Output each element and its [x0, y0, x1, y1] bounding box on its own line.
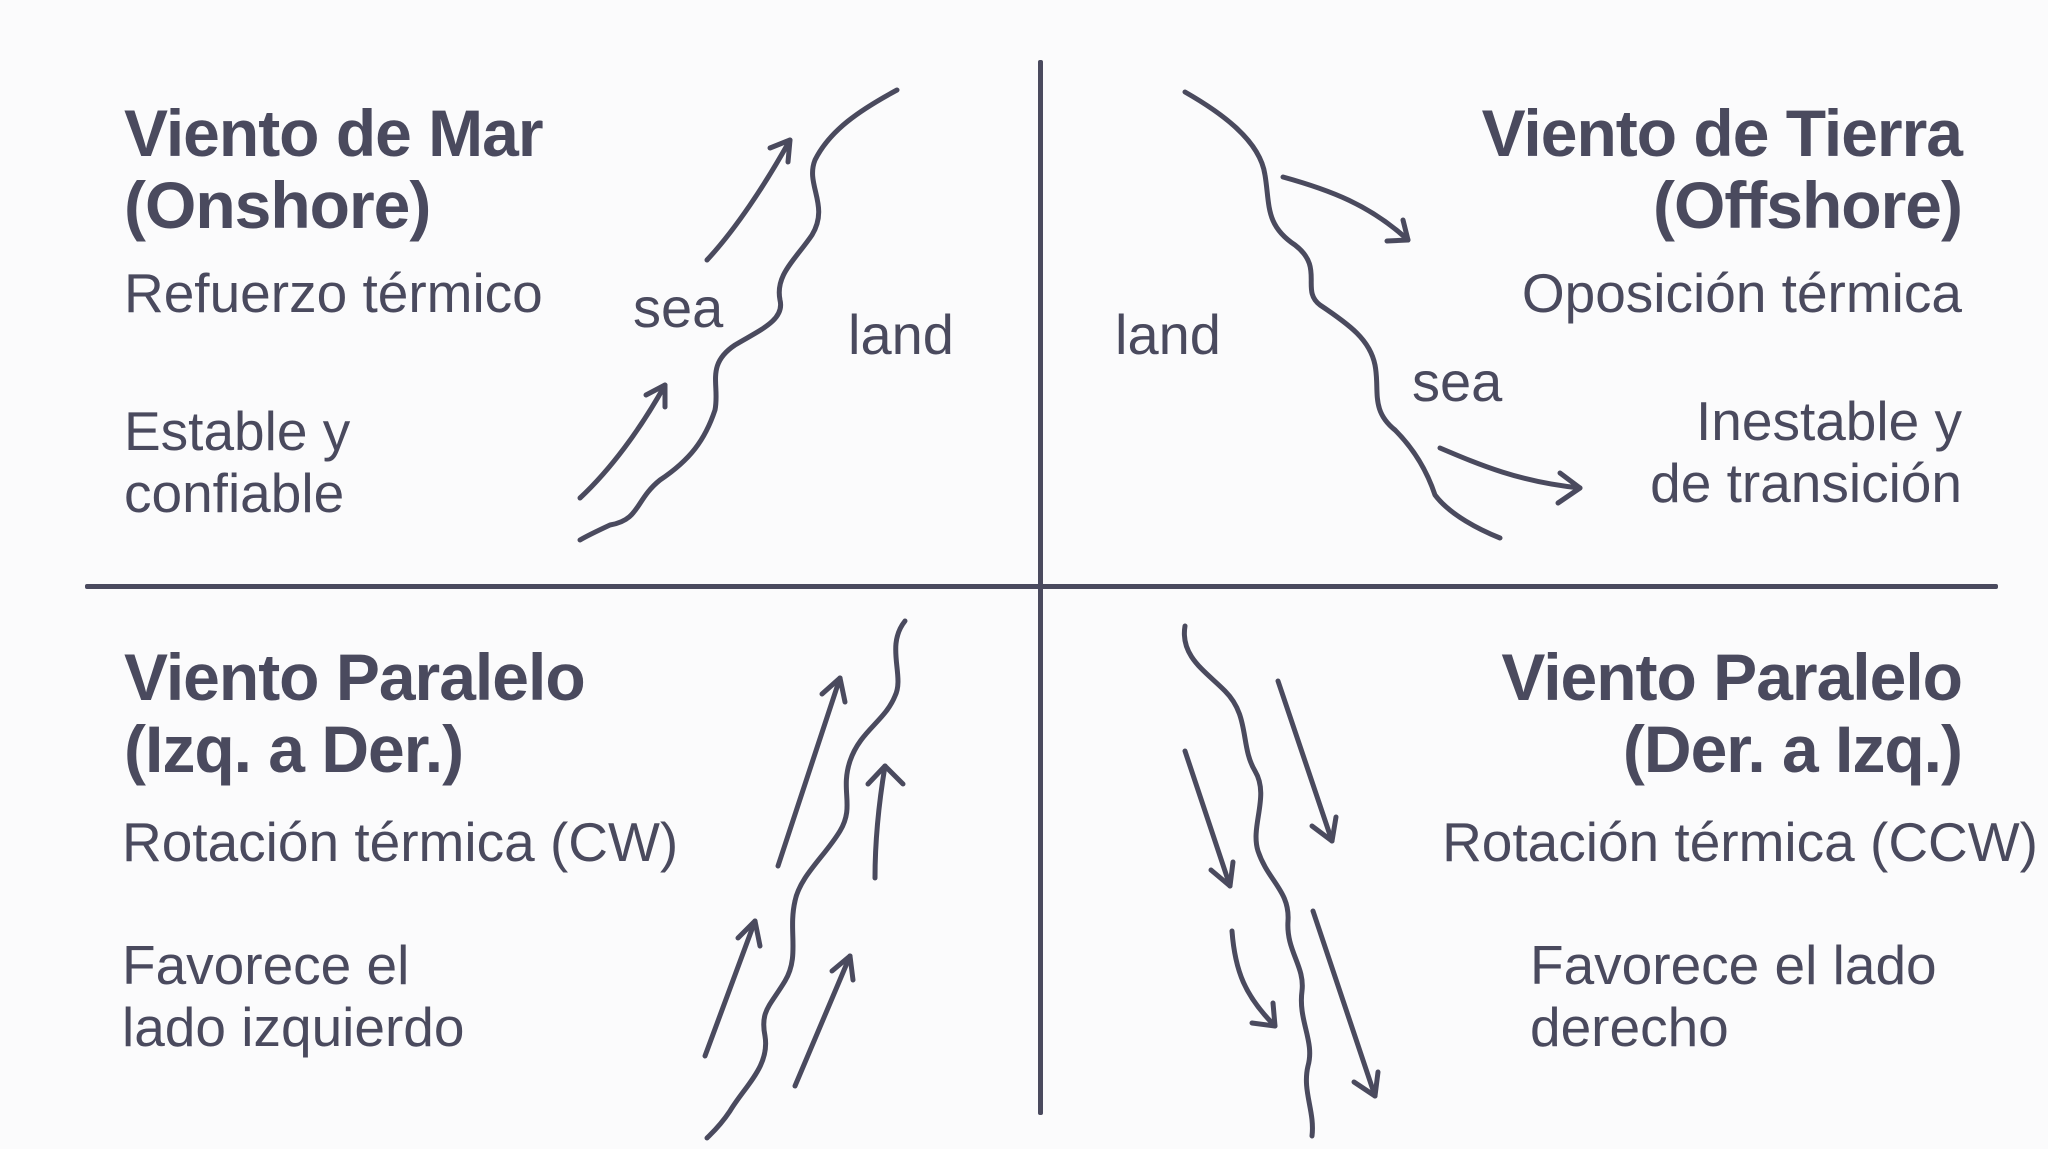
onshore-wind-arrowhead-upper — [767, 137, 793, 165]
onshore-desc-line1: Estable y — [124, 400, 351, 462]
onshore-wind-arrow-upper — [704, 137, 793, 263]
offshore-effect: Oposición térmica — [1521, 262, 1962, 324]
offshore-wind-arrowhead-upper — [1384, 217, 1411, 244]
parallel-lr-wind-arrowhead-2 — [865, 763, 906, 787]
parallel-rl-title: Viento Paralelo (Der. a Izq.) — [1501, 640, 1963, 786]
parallel-lr-desc-line1: Favorece el — [122, 934, 410, 996]
offshore-diagram — [1182, 89, 1583, 541]
offshore-title: Viento de Tierra (Offshore) — [1481, 96, 1963, 242]
onshore-coastline — [577, 87, 900, 543]
offshore-wind-arrowhead-lower — [1555, 470, 1583, 506]
onshore-land-label: land — [848, 303, 954, 366]
onshore-effect: Refuerzo térmico — [124, 262, 543, 324]
onshore-desc-line2: confiable — [124, 462, 345, 524]
offshore-desc-line2: de transición — [1650, 452, 1962, 514]
quadrant-offshore: Viento de Tierra (Offshore) Oposición té… — [1040, 0, 2048, 586]
quadrant-parallel-left-to-right: Viento Paralelo (Izq. a Der.) Rotación t… — [0, 586, 1040, 1149]
offshore-wind-arrow-upper — [1280, 174, 1411, 243]
parallel-rl-title-line2: (Der. a Izq.) — [1622, 712, 1963, 786]
parallel-lr-wind-arrow-1 — [775, 675, 843, 869]
parallel-lr-wind-arrow-3 — [702, 918, 758, 1059]
parallel-lr-wind-arrowhead-4 — [829, 953, 856, 983]
parallel-lr-coastline — [704, 618, 908, 1141]
offshore-land-label: land — [1115, 303, 1221, 366]
parallel-lr-wind-arrowhead-1 — [819, 675, 848, 705]
parallel-rl-desc-line1: Favorece el lado — [1530, 934, 1937, 996]
quadrant-onshore: Viento de Mar (Onshore) Refuerzo térmico… — [0, 0, 1040, 586]
parallel-lr-wind-arrow-2 — [872, 763, 888, 881]
quadrant-parallel-right-to-left: Viento Paralelo (Der. a Izq.) Rotación t… — [1040, 586, 2048, 1149]
parallel-lr-wind-arrow-4 — [792, 953, 853, 1089]
parallel-rl-wind-arrow-4 — [1310, 908, 1378, 1099]
parallel-rl-effect: Rotación térmica (CCW) — [1442, 811, 2038, 873]
parallel-lr-diagram — [702, 618, 908, 1141]
onshore-description: Estable y confiable — [124, 400, 350, 524]
onshore-title-line1: Viento de Mar — [124, 96, 544, 170]
onshore-wind-arrowhead-lower — [643, 382, 668, 410]
onshore-title: Viento de Mar (Onshore) — [124, 96, 544, 242]
parallel-rl-wind-arrow-3 — [1229, 928, 1278, 1029]
parallel-lr-title: Viento Paralelo (Izq. a Der.) — [124, 640, 586, 786]
offshore-title-line1: Viento de Tierra — [1481, 96, 1963, 170]
horizontal-divider — [85, 584, 1998, 589]
parallel-lr-title-line1: Viento Paralelo — [124, 640, 586, 714]
offshore-wind-arrow-lower — [1437, 445, 1583, 491]
parallel-rl-description: Favorece el lado derecho — [1530, 934, 1937, 1058]
onshore-title-line2: (Onshore) — [124, 168, 431, 242]
onshore-diagram — [577, 87, 900, 543]
offshore-desc-line1: Inestable y — [1695, 390, 1962, 452]
parallel-rl-wind-arrowhead-3 — [1249, 1000, 1278, 1029]
parallel-lr-effect: Rotación térmica (CW) — [122, 811, 679, 873]
parallel-lr-description: Favorece el lado izquierdo — [122, 934, 464, 1058]
offshore-description: Inestable y de transición — [1650, 390, 1962, 514]
parallel-lr-title-line2: (Izq. a Der.) — [124, 712, 464, 786]
onshore-sea-label: sea — [633, 276, 724, 339]
parallel-rl-wind-arrowhead-1 — [1309, 814, 1339, 844]
parallel-lr-wind-arrowhead-3 — [735, 918, 763, 949]
parallel-rl-wind-arrowhead-2 — [1208, 859, 1236, 889]
parallel-lr-desc-line2: lado izquierdo — [122, 996, 465, 1058]
parallel-rl-wind-arrow-1 — [1275, 678, 1335, 844]
parallel-rl-desc-line2: derecho — [1530, 996, 1729, 1058]
parallel-rl-diagram — [1181, 623, 1381, 1139]
parallel-rl-coastline — [1181, 623, 1315, 1139]
parallel-rl-wind-arrowhead-4 — [1351, 1069, 1381, 1099]
offshore-coastline — [1182, 89, 1503, 541]
offshore-sea-label: sea — [1412, 350, 1503, 413]
parallel-rl-wind-arrow-2 — [1182, 748, 1233, 889]
offshore-title-line2: (Offshore) — [1653, 168, 1963, 242]
onshore-wind-arrow-lower — [577, 382, 668, 501]
parallel-rl-title-line1: Viento Paralelo — [1501, 640, 1963, 714]
